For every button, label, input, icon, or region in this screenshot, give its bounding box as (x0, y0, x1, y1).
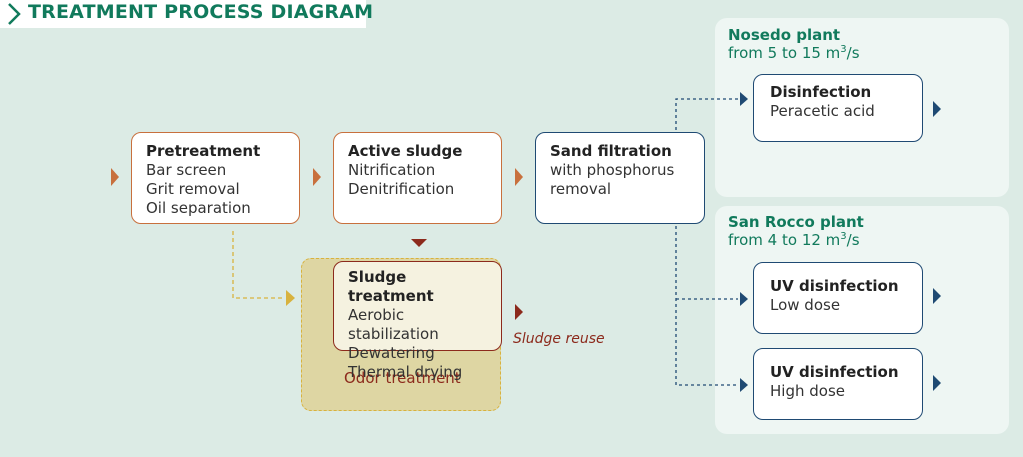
chevron-right-icon (8, 3, 21, 25)
sand-filtration-step: with phosphorus (550, 161, 675, 179)
arrow-into-uv-high (740, 378, 748, 392)
sand-filtration-title: Sand filtration (550, 142, 672, 160)
sludge-treatment-box: Sludge treatment Aerobic stabilization D… (333, 261, 502, 381)
diagram-title: TREATMENT PROCESS DIAGRAM (28, 1, 374, 23)
uv-disinfection-low-box: UV disinfection Low dose (753, 262, 923, 334)
san-rocco-plant-name: San Rocco plant (728, 213, 864, 231)
active-sludge-title: Active sludge (348, 142, 463, 160)
arrow-down-to-sludge (411, 239, 427, 247)
disinfection-subtitle: Peracetic acid (770, 102, 875, 120)
arrow-into-active-sludge (313, 168, 321, 186)
sand-filtration-to-san-rocco-connector (675, 226, 738, 386)
sludge-treatment-step: Dewatering (348, 344, 435, 362)
pretreatment-step: Bar screen (146, 161, 227, 179)
active-sludge-box: Active sludge Nitrification Denitrificat… (333, 132, 502, 224)
pretreatment-step: Grit removal (146, 180, 240, 198)
pretreatment-step: Oil separation (146, 199, 251, 217)
uv-low-title: UV disinfection (770, 277, 899, 295)
arrow-into-disinfection (740, 92, 748, 106)
uv-high-title: UV disinfection (770, 363, 899, 381)
arrow-into-sludge-treatment (286, 290, 295, 306)
sludge-treatment-step: Thermal drying (348, 363, 463, 381)
arrow-out-disinfection (933, 101, 941, 117)
sludge-reuse-label: Sludge reuse (513, 331, 605, 347)
odor-treatment-label: Odor treatment (344, 369, 461, 387)
uv-high-subtitle: High dose (770, 382, 845, 400)
sludge-treatment-title: Sludge treatment (348, 268, 434, 305)
active-sludge-step: Nitrification (348, 161, 436, 179)
arrow-out-uv-high (933, 375, 941, 391)
uv-disinfection-high-box: UV disinfection High dose (753, 348, 923, 420)
arrow-sludge-reuse (515, 304, 523, 320)
sand-filtration-to-nosedo-connector (675, 98, 738, 130)
pretreatment-to-sludge-connector (232, 231, 283, 299)
san-rocco-plant-rate: from 4 to 12 m3/s (728, 231, 860, 249)
sand-filtration-box: Sand filtration with phosphorus removal (535, 132, 705, 224)
arrow-out-uv-low (933, 288, 941, 304)
sludge-treatment-step: Aerobic stabilization (348, 306, 439, 343)
pretreatment-box: Pretreatment Bar screen Grit removal Oil… (131, 132, 300, 224)
nosedo-plant-rate: from 5 to 15 m3/s (728, 44, 860, 62)
uv-low-subtitle: Low dose (770, 296, 841, 314)
pretreatment-title: Pretreatment (146, 142, 261, 160)
arrow-into-sand-filtration (515, 168, 523, 186)
arrow-into-pretreatment (111, 168, 119, 186)
sand-filtration-step: removal (550, 180, 612, 198)
disinfection-title: Disinfection (770, 83, 872, 101)
title-bar: TREATMENT PROCESS DIAGRAM (0, 0, 373, 28)
active-sludge-step: Denitrification (348, 180, 455, 198)
disinfection-box: Disinfection Peracetic acid (753, 74, 923, 142)
nosedo-plant-name: Nosedo plant (728, 26, 841, 44)
arrow-into-uv-low (740, 292, 748, 306)
